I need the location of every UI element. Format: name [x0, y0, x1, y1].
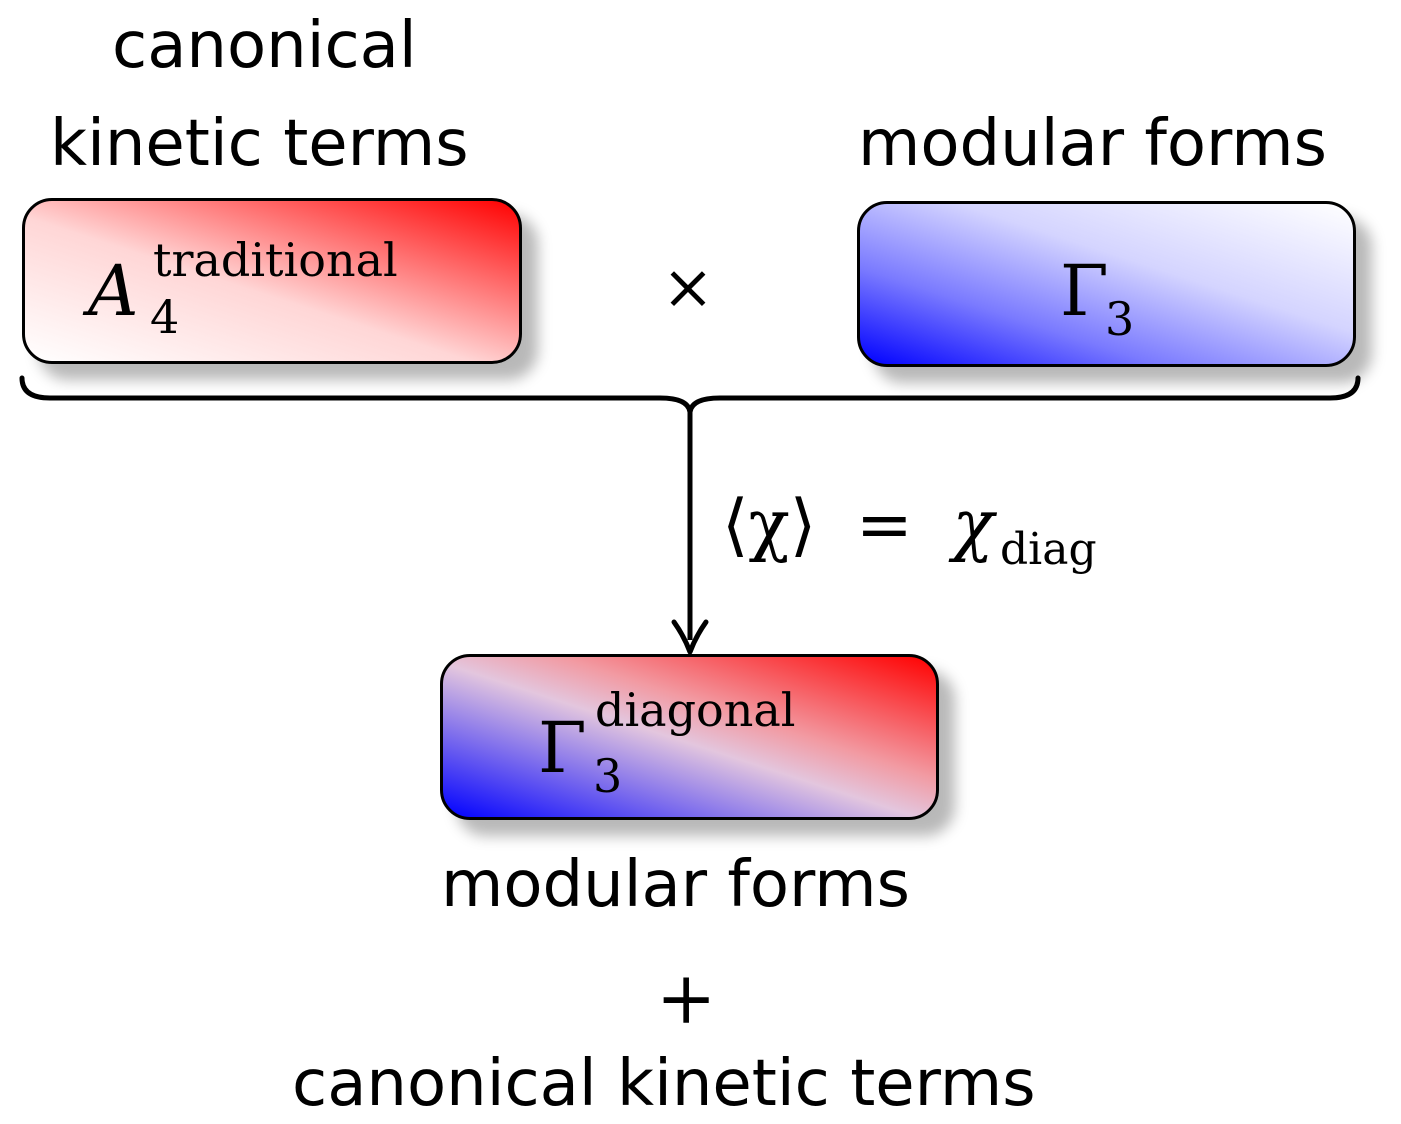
- box-gamma3-diagonal: Γ 3 diagonal: [440, 654, 939, 820]
- subscript-3-bottom: 3: [593, 749, 623, 803]
- box-a4-traditional: A 4 traditional: [22, 198, 522, 364]
- chi-symbol: χ: [952, 486, 994, 565]
- caption-kinetic-terms: kinetic terms: [50, 107, 469, 181]
- caption-canonical: canonical: [112, 9, 417, 83]
- underbrace: [19, 375, 1361, 413]
- caption-modular-forms-top: modular forms: [858, 107, 1327, 181]
- vev-chi: ⟨χ⟩: [722, 486, 817, 565]
- superscript-diagonal: diagonal: [595, 683, 796, 737]
- caption-modular-forms-bottom: modular forms: [441, 848, 910, 922]
- subscript-diag: diag: [1000, 524, 1097, 575]
- box-gamma3: Γ 3: [857, 201, 1356, 367]
- subscript-4: 4: [150, 290, 180, 344]
- equals-sign: =: [855, 486, 913, 565]
- symbol-gamma: Γ: [1060, 250, 1109, 332]
- arrow-label: ⟨χ⟩ = χ: [722, 492, 994, 560]
- plus-sign: +: [656, 956, 717, 1040]
- arrow-head: [671, 619, 709, 655]
- symbol-gamma-bottom: Γ: [538, 707, 587, 789]
- subscript-3: 3: [1105, 292, 1135, 346]
- superscript-traditional: traditional: [153, 233, 398, 287]
- symbol-a: A: [88, 250, 139, 332]
- times-operator: ×: [662, 250, 714, 323]
- caption-canonical-kinetic-terms-bottom: canonical kinetic terms: [292, 1047, 1036, 1121]
